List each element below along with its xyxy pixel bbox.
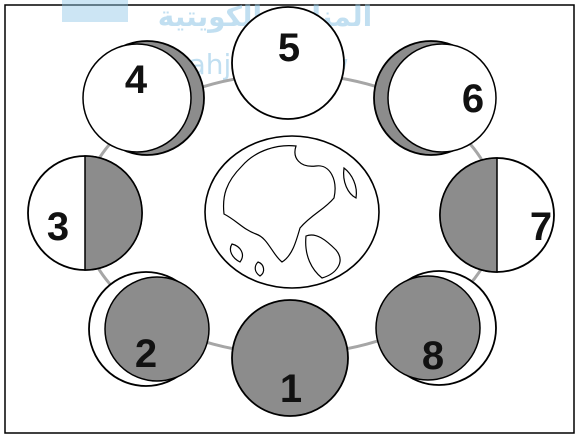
phase-label-7: 7 bbox=[530, 205, 552, 249]
phase-label-4: 4 bbox=[125, 58, 148, 102]
phase-label-2: 2 bbox=[135, 332, 157, 376]
moon-phase-2: 2 bbox=[89, 272, 209, 386]
phase-label-6: 6 bbox=[462, 77, 484, 121]
phase-label-5: 5 bbox=[278, 26, 300, 70]
moon-phase-3: 3 bbox=[28, 156, 142, 270]
moon-phase-8: 8 bbox=[376, 271, 496, 385]
earth-icon bbox=[205, 136, 379, 288]
phase-label-1: 1 bbox=[280, 367, 302, 411]
moon-phase-4: 4 bbox=[83, 41, 204, 155]
moon-phase-1: 1 bbox=[232, 300, 348, 416]
phase-label-8: 8 bbox=[422, 334, 444, 378]
moon-phase-6: 6 bbox=[374, 41, 496, 155]
phase-label-3: 3 bbox=[47, 205, 69, 249]
moon-phase-7: 7 bbox=[440, 158, 554, 272]
watermark-logo-block bbox=[62, 0, 128, 22]
moon-phase-5: 5 bbox=[232, 7, 344, 119]
